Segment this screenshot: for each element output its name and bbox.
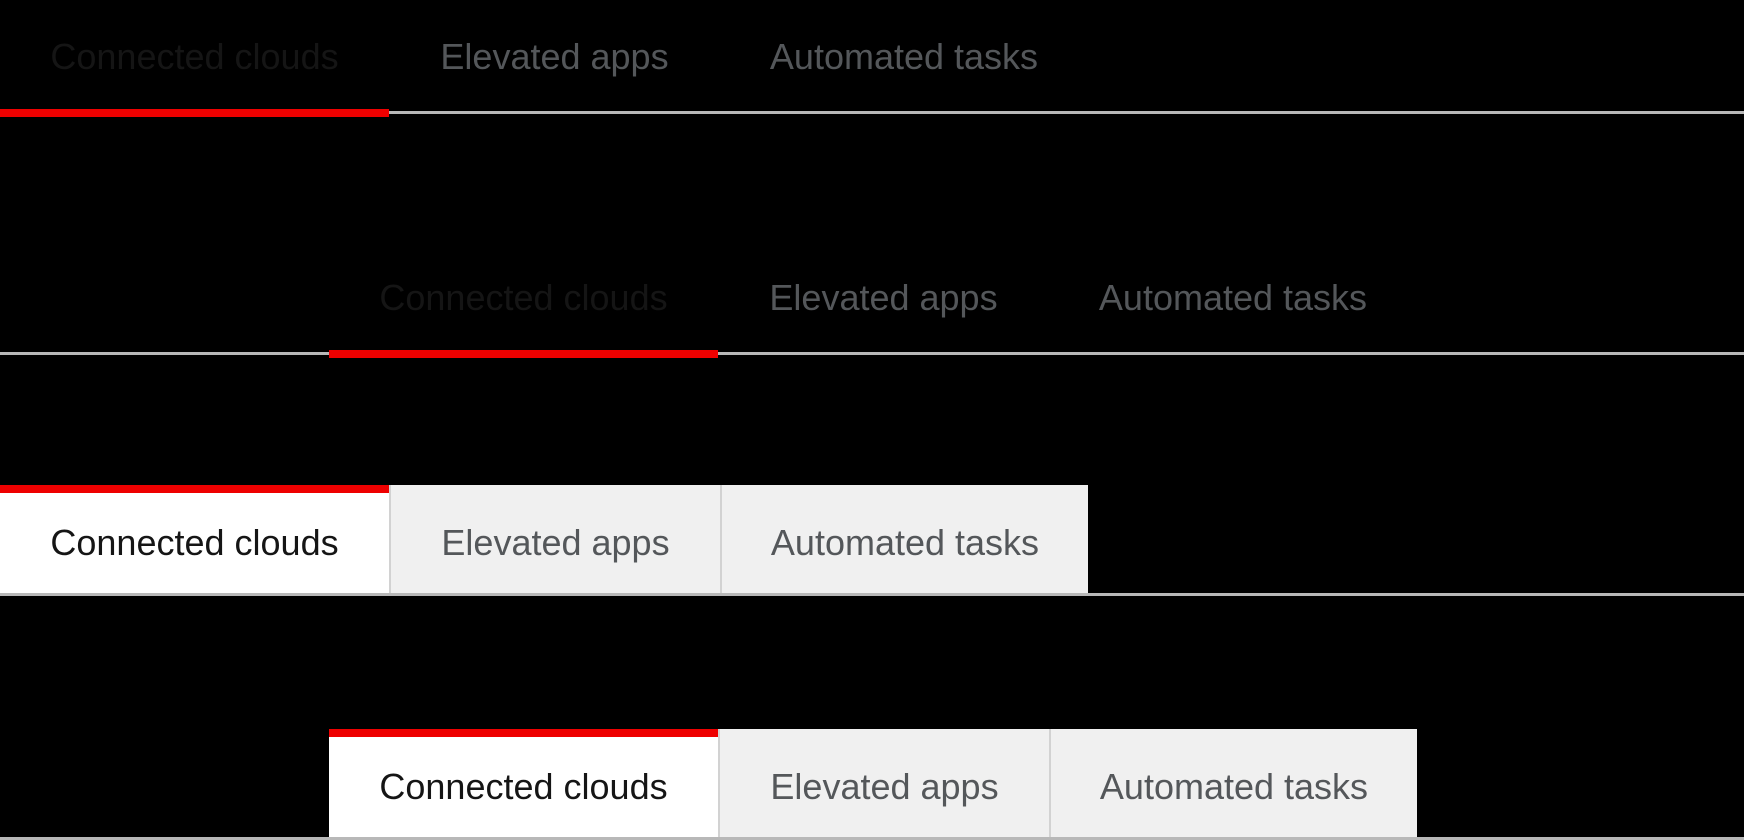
tab-label: Elevated apps <box>769 277 998 318</box>
tab-group-box-flush: Connected clouds Elevated apps Automated… <box>0 485 1744 596</box>
tab-label: Connected clouds <box>379 277 668 318</box>
tab-label: Automated tasks <box>769 36 1039 77</box>
tab-group-box-indented: Connected clouds Elevated apps Automated… <box>0 729 1744 840</box>
tab-topbar <box>1051 729 1417 737</box>
tabs-bottom-rule <box>0 352 1744 355</box>
tab-connected-clouds[interactable]: Connected clouds <box>0 0 389 117</box>
tab-label: Elevated apps <box>770 766 999 807</box>
tab-label: Automated tasks <box>1099 766 1369 807</box>
tabs-bottom-rule <box>0 593 1744 596</box>
tab-elevated-apps[interactable]: Elevated apps <box>389 485 720 593</box>
tab-automated-tasks[interactable]: Automated tasks <box>720 485 1088 593</box>
tab-connected-clouds[interactable]: Connected clouds <box>0 485 389 593</box>
tab-label: Connected clouds <box>50 522 339 563</box>
active-tab-indicator <box>329 729 718 737</box>
tab-automated-tasks[interactable]: Automated tasks <box>1049 241 1417 355</box>
active-tab-indicator <box>329 350 718 358</box>
tab-row: Connected clouds Elevated apps Automated… <box>0 0 1744 117</box>
tab-elevated-apps[interactable]: Elevated apps <box>718 241 1049 355</box>
tab-label: Elevated apps <box>440 36 669 77</box>
tab-group-underline-indented: Connected clouds Elevated apps Automated… <box>0 241 1744 358</box>
tab-elevated-apps[interactable]: Elevated apps <box>389 0 720 114</box>
tabs-bottom-rule <box>0 111 1744 114</box>
active-tab-indicator <box>0 485 389 493</box>
tab-label: Elevated apps <box>441 522 670 563</box>
tab-automated-tasks[interactable]: Automated tasks <box>1049 729 1417 837</box>
tab-label: Connected clouds <box>379 766 668 807</box>
tab-connected-clouds[interactable]: Connected clouds <box>329 241 718 358</box>
tab-connected-clouds[interactable]: Connected clouds <box>329 729 718 837</box>
tab-automated-tasks[interactable]: Automated tasks <box>720 0 1088 114</box>
tab-topbar <box>720 729 1049 737</box>
tab-topbar <box>391 485 720 493</box>
tab-label: Automated tasks <box>770 522 1040 563</box>
tab-topbar <box>722 485 1088 493</box>
tabs-bottom-rule <box>0 837 1744 840</box>
tab-row: Connected clouds Elevated apps Automated… <box>0 485 1744 593</box>
tab-row: Connected clouds Elevated apps Automated… <box>0 241 1744 358</box>
tab-group-underline-flush: Connected clouds Elevated apps Automated… <box>0 0 1744 117</box>
tab-elevated-apps[interactable]: Elevated apps <box>718 729 1049 837</box>
tab-row: Connected clouds Elevated apps Automated… <box>0 729 1744 837</box>
tab-label: Connected clouds <box>50 36 339 77</box>
tab-label: Automated tasks <box>1098 277 1368 318</box>
active-tab-indicator <box>0 109 389 117</box>
